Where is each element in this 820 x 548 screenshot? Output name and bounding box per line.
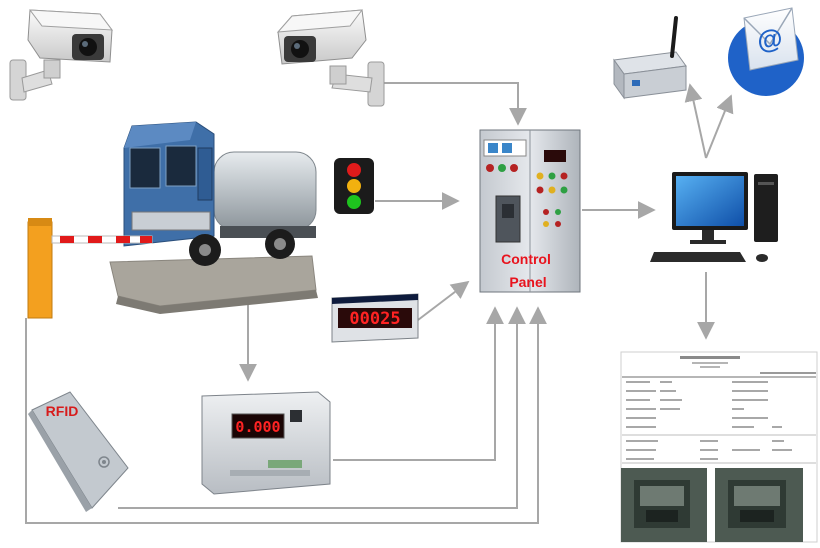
traffic-light [334, 158, 374, 214]
computer-to-email-connector [705, 94, 734, 159]
control-panel-label-line2: Panel [509, 274, 546, 290]
weigh-indicator-readout: 0.000 [235, 418, 280, 436]
rfid-reader: RFID [28, 391, 129, 512]
email-icon: @ [728, 7, 804, 96]
svg-text:@: @ [755, 22, 784, 55]
camera-2-to-panel-connector [380, 82, 527, 126]
gsm-modem [613, 16, 687, 100]
desktop-computer [650, 172, 778, 262]
weighment-report [620, 351, 818, 543]
remote-display: 00025 [331, 293, 419, 343]
connectors [25, 82, 734, 524]
cctv-camera-1 [9, 9, 114, 101]
computer-to-modem-connector [684, 83, 707, 159]
tanker-truck-on-weighbridge [109, 121, 318, 314]
remote-display-to-panel-connector [417, 280, 470, 321]
boom-barrier [27, 218, 153, 319]
rfid-label: RFID [46, 403, 79, 419]
cctv-camera-2 [276, 9, 385, 107]
indicator-to-panel-connector [333, 306, 504, 461]
rfid-to-panel-connector [118, 306, 526, 509]
control-panel: Control Panel [479, 129, 581, 293]
control-panel-label-line1: Control [501, 251, 551, 267]
remote-display-readout: 00025 [349, 309, 400, 329]
weigh-indicator: 0.000 [201, 391, 331, 495]
barrier-to-panel-connector [25, 306, 547, 524]
